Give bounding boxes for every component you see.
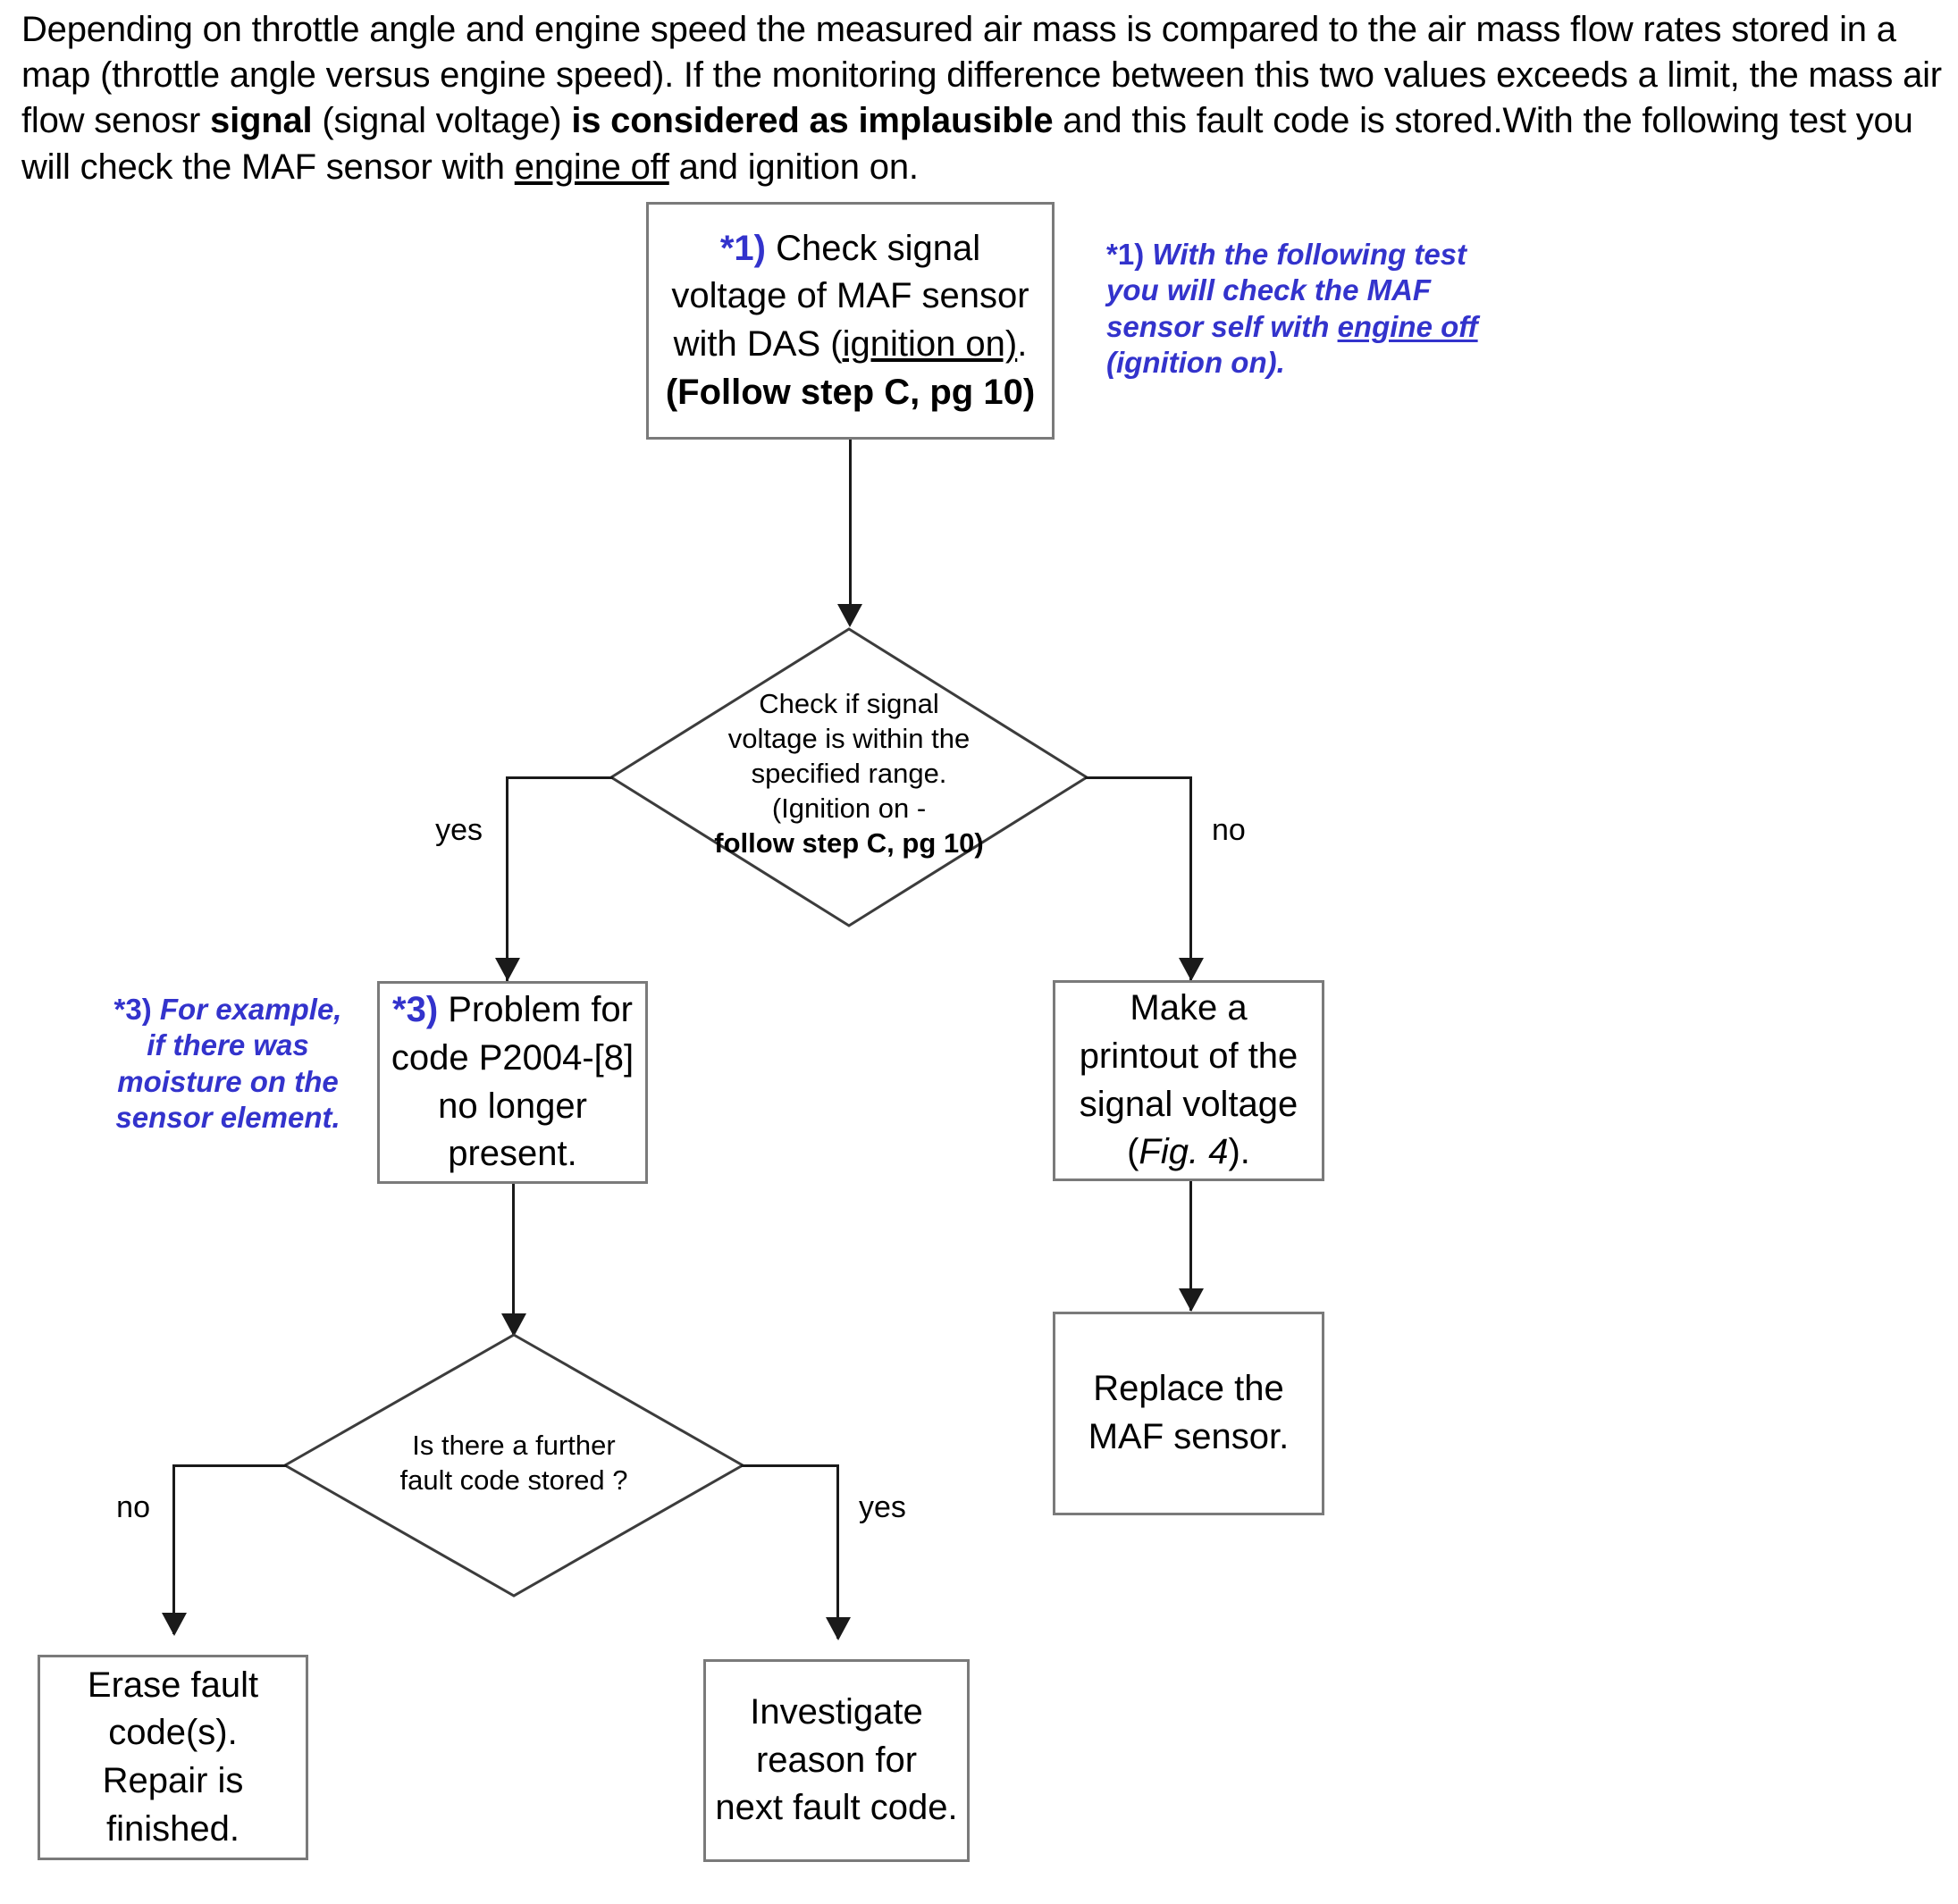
node-erase-line-1: Erase fault bbox=[87, 1665, 259, 1705]
annotation-note-3-line-2: if there was bbox=[147, 1028, 309, 1062]
annotation-note-1-underline-engine-off: engine off bbox=[1337, 309, 1478, 343]
intro-bold-implausible: is considered as implausible bbox=[571, 101, 1054, 141]
node-printout-text-4b: ). bbox=[1228, 1132, 1250, 1172]
annotation-note-3-line-1: *3) For example, bbox=[98, 992, 357, 1027]
node-problem-line-1: *3) Problem for bbox=[385, 986, 640, 1035]
node-replace-maf-sensor: Replace the MAF sensor. bbox=[1053, 1312, 1324, 1515]
connector-decision1-no-horizontal bbox=[1085, 776, 1192, 779]
node-erase-line-3: Repair is bbox=[102, 1761, 244, 1800]
node-printout-fig-reference: Fig. 4 bbox=[1139, 1132, 1229, 1172]
decision1-shape bbox=[609, 627, 1089, 927]
intro-text-part-4: and ignition on. bbox=[668, 147, 919, 187]
node-make-printout: Make a printout of the signal voltage (F… bbox=[1053, 980, 1324, 1181]
connector-decision2-yes-horizontal bbox=[741, 1464, 839, 1467]
node-check-signal-text-3b: . bbox=[1017, 324, 1028, 364]
arrowhead-erase bbox=[162, 1613, 187, 1636]
node-check-signal-line-1: *1) Check signal bbox=[654, 225, 1046, 273]
arrowhead-printout bbox=[1179, 958, 1204, 981]
footnote-marker-3: *3) bbox=[392, 990, 439, 1030]
connector-printout-to-replace bbox=[1189, 1181, 1192, 1311]
node-printout-line-2: printout of the bbox=[1079, 1036, 1298, 1076]
connector-decision1-no-vertical bbox=[1189, 776, 1192, 982]
annotation-note-1-text-1: With the following test bbox=[1144, 238, 1467, 271]
branch-label-decision2-yes: yes bbox=[859, 1490, 906, 1524]
annotation-note-1-line-2: you will check the MAF bbox=[1106, 273, 1432, 307]
annotation-note-3: *3) For example, if there was moisture o… bbox=[98, 992, 357, 1136]
intro-underline-engine-off: engine off bbox=[514, 147, 669, 187]
decision-signal-in-range: Check if signal voltage is within the sp… bbox=[608, 625, 1090, 929]
connector-decision1-yes-horizontal bbox=[506, 776, 613, 779]
annotation-note-1-line-3: sensor self with engine off bbox=[1106, 309, 1491, 345]
annotation-note-3-line-3: moisture on the bbox=[117, 1064, 339, 1098]
footnote-marker-1: *1) bbox=[719, 228, 766, 268]
annotation-note-1-text-3a: sensor self with bbox=[1106, 309, 1338, 343]
annotation-note-1-line-1: *1) With the following test bbox=[1106, 237, 1491, 273]
node-printout-text-4a: ( bbox=[1127, 1132, 1139, 1172]
footnote-marker-1-note: *1) bbox=[1106, 238, 1145, 271]
annotation-note-1: *1) With the following test you will che… bbox=[1106, 237, 1491, 381]
node-printout-line-4: (Fig. 4). bbox=[1061, 1128, 1316, 1177]
arrowhead-decision2 bbox=[501, 1313, 526, 1337]
intro-text-part-1: Depending on throttle angle and engine s… bbox=[21, 10, 1942, 141]
node-check-signal-line-3: with DAS (ignition on). bbox=[654, 321, 1046, 369]
intro-text-part-2: (signal voltage) bbox=[312, 101, 572, 141]
node-check-signal-line-4: (Follow step C, pg 10) bbox=[665, 372, 1036, 412]
node-problem-text-1: Problem for bbox=[438, 990, 633, 1030]
node-problem-no-longer-present: *3) Problem for code P2004-[8] no longer… bbox=[377, 981, 648, 1184]
node-check-signal-voltage: *1) Check signal voltage of MAF sensor w… bbox=[646, 202, 1055, 440]
arrowhead-decision1 bbox=[837, 604, 862, 627]
intro-bold-signal: signal bbox=[210, 101, 313, 141]
branch-label-decision2-no: no bbox=[116, 1490, 150, 1524]
branch-label-decision1-no: no bbox=[1212, 813, 1246, 847]
connector-decision2-no-vertical bbox=[172, 1464, 175, 1634]
connector-node1-to-decision1 bbox=[849, 440, 852, 616]
footnote-marker-3-note: *3) bbox=[113, 993, 152, 1026]
node-erase-line-2: code(s). bbox=[108, 1713, 238, 1753]
intro-text-part-3: and this fault code is stored.With the f… bbox=[21, 101, 1913, 187]
connector-decision1-yes-vertical bbox=[506, 776, 508, 982]
arrowhead-replace bbox=[1179, 1288, 1204, 1312]
node-problem-line-2: code P2004-[8] bbox=[391, 1037, 634, 1078]
node-replace-line-2: MAF sensor. bbox=[1088, 1417, 1290, 1456]
branch-label-decision1-yes: yes bbox=[435, 813, 483, 847]
node-erase-fault-codes: Erase fault code(s). Repair is finished. bbox=[38, 1655, 308, 1860]
node-check-signal-text-1: Check signal bbox=[766, 228, 981, 268]
arrowhead-problem-resolved bbox=[495, 958, 520, 981]
node-investigate-next-fault-code: Investigate reason for next fault code. bbox=[703, 1659, 970, 1862]
arrowhead-investigate bbox=[826, 1617, 851, 1640]
connector-decision2-no-horizontal bbox=[172, 1464, 287, 1467]
connector-decision2-yes-vertical bbox=[836, 1464, 839, 1639]
annotation-note-3-line-4: sensor element. bbox=[115, 1100, 340, 1134]
decision2-shape bbox=[282, 1333, 746, 1598]
node-printout-line-3: signal voltage bbox=[1079, 1084, 1298, 1124]
node-investigate-line-2: reason for bbox=[755, 1740, 918, 1780]
decision-further-fault-code: Is there a further fault code stored ? bbox=[282, 1331, 746, 1599]
node-investigate-line-1: Investigate bbox=[750, 1692, 923, 1732]
node-investigate-line-3: next fault code. bbox=[715, 1788, 958, 1828]
connector-problem-to-decision2 bbox=[512, 1184, 515, 1336]
node-check-signal-line-2: voltage of MAF sensor bbox=[671, 276, 1029, 316]
annotation-note-3-text-1: For example, bbox=[151, 993, 342, 1026]
node-problem-line-3: no longer bbox=[438, 1086, 587, 1126]
node-erase-line-4: finished. bbox=[106, 1808, 239, 1849]
node-problem-line-4: present. bbox=[448, 1134, 577, 1174]
annotation-note-1-line-4: (ignition on). bbox=[1106, 345, 1285, 379]
node-printout-line-1: Make a bbox=[1130, 988, 1248, 1028]
node-check-signal-text-3a: with DAS ( bbox=[673, 324, 843, 364]
node-check-signal-underline-ignition-on: ignition on) bbox=[842, 324, 1018, 364]
intro-paragraph: Depending on throttle angle and engine s… bbox=[21, 7, 1943, 190]
node-replace-line-1: Replace the bbox=[1093, 1369, 1284, 1409]
